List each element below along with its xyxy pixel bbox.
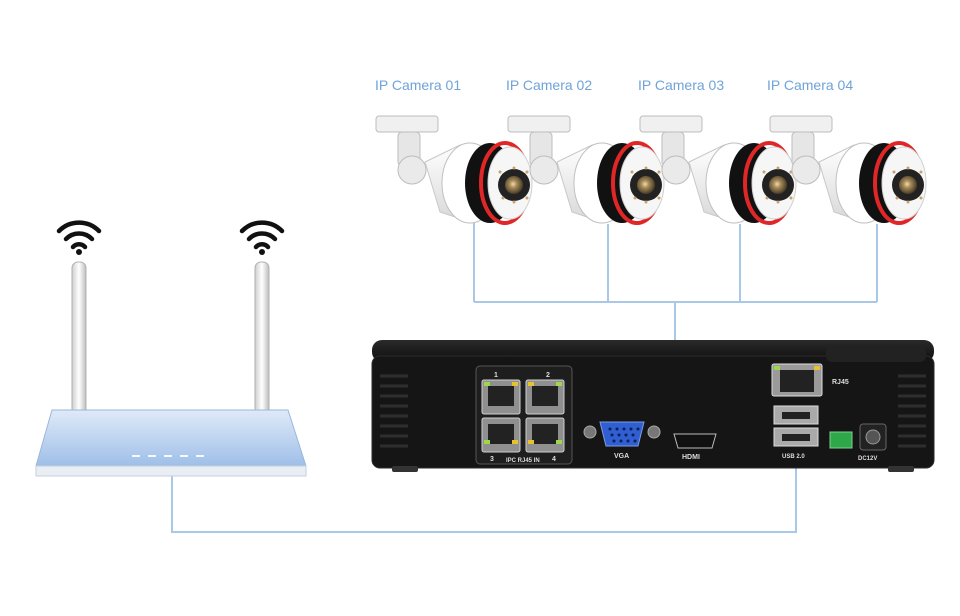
poe-port-number-4: 4 xyxy=(552,456,556,463)
wifi-icon xyxy=(239,220,285,255)
ip-camera-02 xyxy=(507,115,665,225)
poe-port-number-3: 3 xyxy=(490,456,494,463)
router-antenna-right xyxy=(254,261,270,419)
poe-port-leds xyxy=(484,382,562,444)
hdmi-label: HDMI xyxy=(682,454,700,461)
nvr-vents-left xyxy=(380,374,408,448)
usb-label: USB 2.0 xyxy=(782,454,805,460)
dc-label: DC12V xyxy=(858,456,877,462)
camera-label-04: IP Camera 04 xyxy=(767,77,854,93)
poe-label: IPC RJ45 IN xyxy=(506,458,540,464)
nvr-vents-right xyxy=(898,374,926,448)
alarm-terminal xyxy=(829,431,853,449)
ip-camera-01 xyxy=(375,115,533,225)
camera-label-02: IP Camera 02 xyxy=(506,77,593,93)
camera-label-01: IP Camera 01 xyxy=(375,77,462,93)
hdmi-port xyxy=(673,433,717,449)
wifi-icon xyxy=(56,220,102,255)
router xyxy=(35,261,307,477)
nvr-recorder xyxy=(371,340,935,472)
router-antenna-left xyxy=(71,261,87,419)
router-base xyxy=(35,465,307,477)
ip-camera-03 xyxy=(639,115,797,225)
ip-camera-04 xyxy=(769,115,927,225)
camera-label-03: IP Camera 03 xyxy=(638,77,725,93)
poe-port-number-1: 1 xyxy=(494,372,498,379)
vga-label: VGA xyxy=(614,453,629,460)
rj45-label: RJ45 xyxy=(832,379,849,386)
vga-port xyxy=(583,421,661,447)
router-leds xyxy=(132,455,204,457)
router-body xyxy=(35,409,307,467)
router-to-nvr-line xyxy=(171,435,797,533)
poe-port-number-2: 2 xyxy=(546,372,550,379)
nvr-front xyxy=(371,355,935,469)
